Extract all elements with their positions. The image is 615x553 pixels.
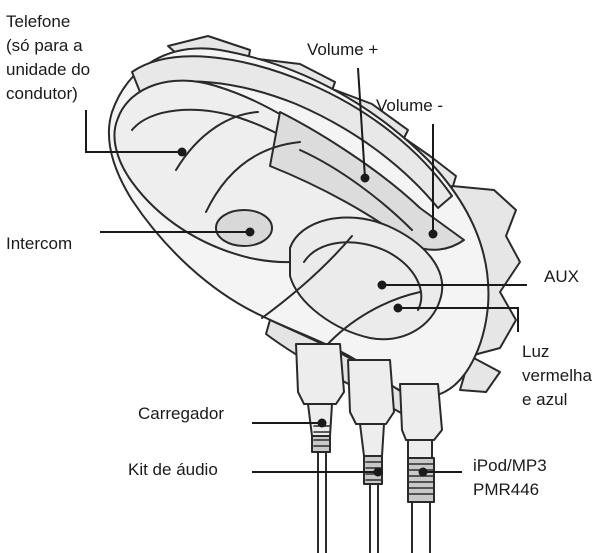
dot-intercom bbox=[245, 227, 255, 237]
label-intercom: Intercom bbox=[6, 234, 73, 253]
device-frame-band-4 bbox=[325, 291, 421, 347]
device-frame-band bbox=[175, 111, 259, 171]
connector-carregador bbox=[295, 343, 345, 553]
connector-kit-audio bbox=[347, 359, 395, 553]
dot-telefone bbox=[177, 147, 187, 157]
label-telefone: Telefone (só para a unidade do condutor) bbox=[6, 12, 91, 103]
dot-ipod bbox=[418, 467, 428, 477]
dot-kit-audio bbox=[373, 467, 383, 477]
label-kit-audio: Kit de áudio bbox=[128, 460, 218, 479]
device-frame-band-3 bbox=[261, 235, 353, 319]
connector-ipod bbox=[399, 383, 443, 553]
volume-divider bbox=[299, 149, 413, 231]
leader-volume-up bbox=[357, 67, 366, 179]
device-frame-band-2 bbox=[205, 141, 301, 213]
label-aux: AUX bbox=[544, 267, 579, 286]
leader-led bbox=[398, 307, 519, 332]
device-lower-inner bbox=[303, 241, 423, 311]
label-ipod: iPod/MP3 PMR446 bbox=[473, 456, 547, 499]
label-led: Luz vermelha e azul bbox=[522, 342, 592, 409]
dot-volume-down bbox=[428, 229, 438, 239]
dot-carregador bbox=[317, 418, 327, 428]
label-carregador: Carregador bbox=[138, 404, 224, 423]
label-volume-down: Volume - bbox=[376, 96, 444, 115]
dot-volume-up bbox=[360, 173, 370, 183]
intercom-button bbox=[215, 209, 273, 247]
dot-led bbox=[393, 303, 403, 313]
device-upper-rim bbox=[131, 55, 453, 209]
leader-telefone bbox=[85, 110, 182, 153]
dot-aux bbox=[377, 280, 387, 290]
label-volume-up: Volume + bbox=[307, 40, 379, 59]
